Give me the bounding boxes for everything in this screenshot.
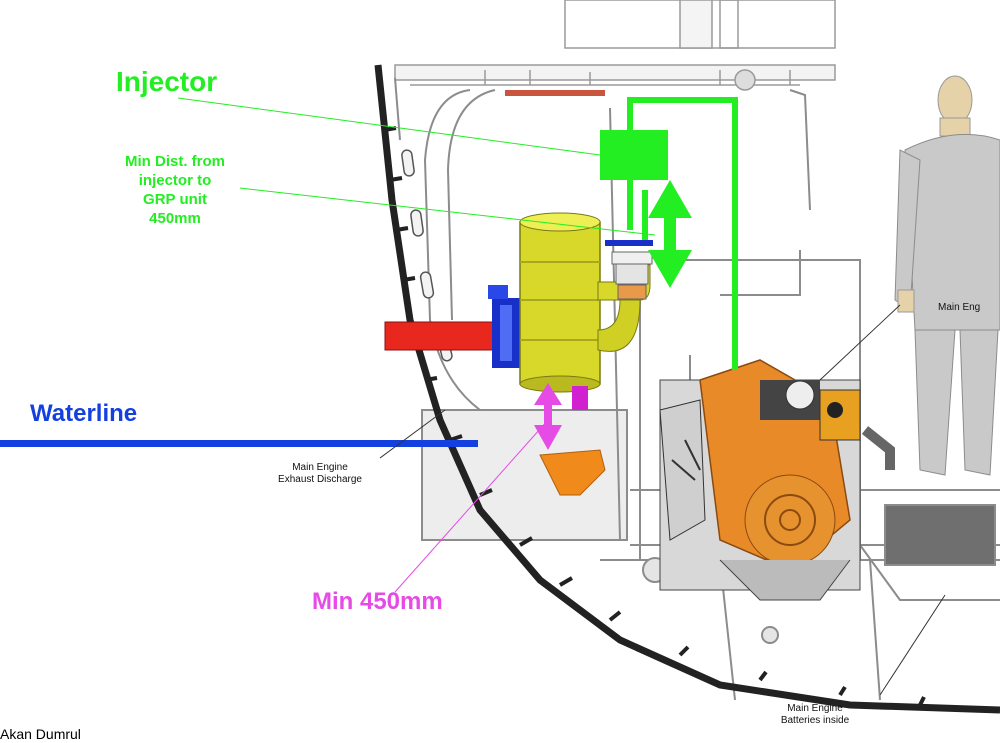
valve-icon bbox=[488, 285, 520, 368]
leader-lines bbox=[177, 97, 946, 696]
injector-box-icon bbox=[600, 130, 668, 180]
batteries-line-2: Batteries inside bbox=[780, 715, 850, 726]
min-450-label: Min 450mm bbox=[312, 588, 443, 615]
min-dist-line-4: 450mm bbox=[149, 210, 201, 227]
waterline-line bbox=[0, 440, 478, 447]
batteries-line-1: Main Engine bbox=[787, 703, 843, 714]
min-dist-line-3: GRP unit bbox=[143, 191, 207, 208]
hull-outline bbox=[374, 64, 1000, 714]
min-dist-label: Min Dist. from injector to GRP unit 450m… bbox=[100, 152, 250, 228]
hull-ribs bbox=[383, 126, 926, 706]
min-dist-line-2: injector to bbox=[138, 172, 212, 189]
silencer-drum-icon bbox=[519, 212, 653, 410]
cabin-structure bbox=[394, 0, 836, 96]
exhaust-line-1: Main Engine bbox=[292, 462, 348, 473]
double-arrow-green-icon bbox=[648, 180, 692, 288]
credit-text: Akan Dumrul bbox=[0, 726, 81, 742]
double-arrow-magenta-icon bbox=[534, 383, 562, 450]
exhaust-line-2: Exhaust Discharge bbox=[278, 474, 362, 485]
grp-unit-shape bbox=[539, 449, 606, 496]
exhaust-pipe-icon bbox=[384, 321, 501, 351]
exhaust-discharge-label: Main Engine Exhaust Discharge bbox=[255, 462, 385, 486]
mannequin-icon bbox=[894, 75, 1000, 476]
main-eng-label: Main Eng bbox=[938, 302, 981, 313]
batteries-label: Main Engine Batteries inside bbox=[755, 703, 875, 727]
engine-block-icon bbox=[659, 359, 895, 601]
injector-label: Injector bbox=[116, 66, 218, 97]
waterline-label: Waterline bbox=[30, 400, 138, 427]
min-dist-line-1: Min Dist. from bbox=[125, 153, 225, 170]
